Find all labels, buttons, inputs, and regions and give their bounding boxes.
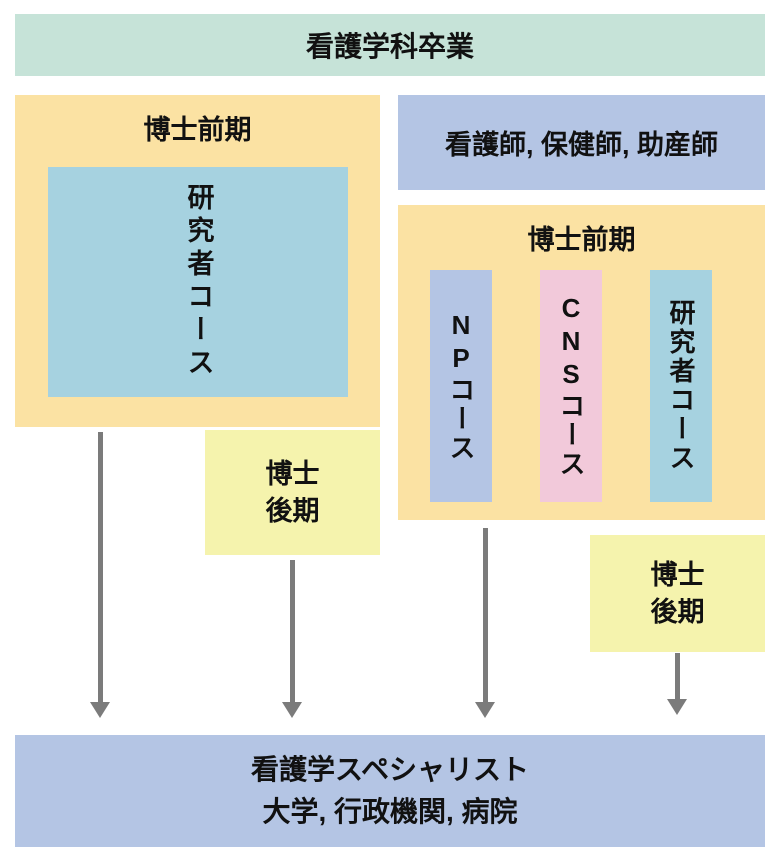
right-masters-box: 博士前期 NPコース CNSコース 研究者コース [398,205,765,520]
arrow-head [282,702,302,718]
right-doctoral-line2: 後期 [650,596,705,627]
license-label: 看護師, 保健師, 助産師 [444,130,718,160]
arrow-shaft [97,432,103,702]
left-doctoral-line2: 後期 [265,495,320,526]
left-masters-box: 博士前期 研究者コース [15,95,380,427]
left-doctoral-line1: 博士 [265,458,320,489]
arrow-shaft [482,528,488,702]
bottom-banner-specialist: 看護学スペシャリスト 大学, 行政機関, 病院 [15,735,765,847]
arrow-head [475,702,495,718]
left-masters-title: 博士前期 [143,115,252,145]
left-doctoral-box: 博士 後期 [205,430,380,555]
down-arrow-right-masters [475,528,495,718]
right-doctoral-line1: 博士 [650,559,705,590]
np-course-box: NPコース [430,270,492,502]
top-banner-label: 看護学科卒業 [305,31,474,62]
top-banner-graduation: 看護学科卒業 [15,14,765,76]
arrow-head [90,702,110,718]
bottom-banner-line2: 大学, 行政機関, 病院 [262,796,518,827]
down-arrow-left-doctoral [282,560,302,718]
left-researcher-course-label: 研究者コース [183,183,214,381]
np-course-label: NPコース [446,309,476,463]
left-researcher-course-box: 研究者コース [48,167,348,397]
right-masters-title: 博士前期 [527,225,636,255]
right-researcher-course-box: 研究者コース [650,270,712,502]
arrow-head [667,699,687,715]
right-doctoral-box: 博士 後期 [590,535,765,652]
arrow-shaft [289,560,295,702]
down-arrow-left-masters [90,432,110,718]
cns-course-box: CNSコース [540,270,602,502]
arrow-shaft [674,653,680,699]
bottom-banner-line1: 看護学スペシャリスト [250,754,530,785]
down-arrow-right-doctoral [667,653,687,715]
right-researcher-course-label: 研究者コース [666,299,696,473]
cns-course-label: CNSコース [556,293,586,479]
license-box: 看護師, 保健師, 助産師 [398,95,765,190]
